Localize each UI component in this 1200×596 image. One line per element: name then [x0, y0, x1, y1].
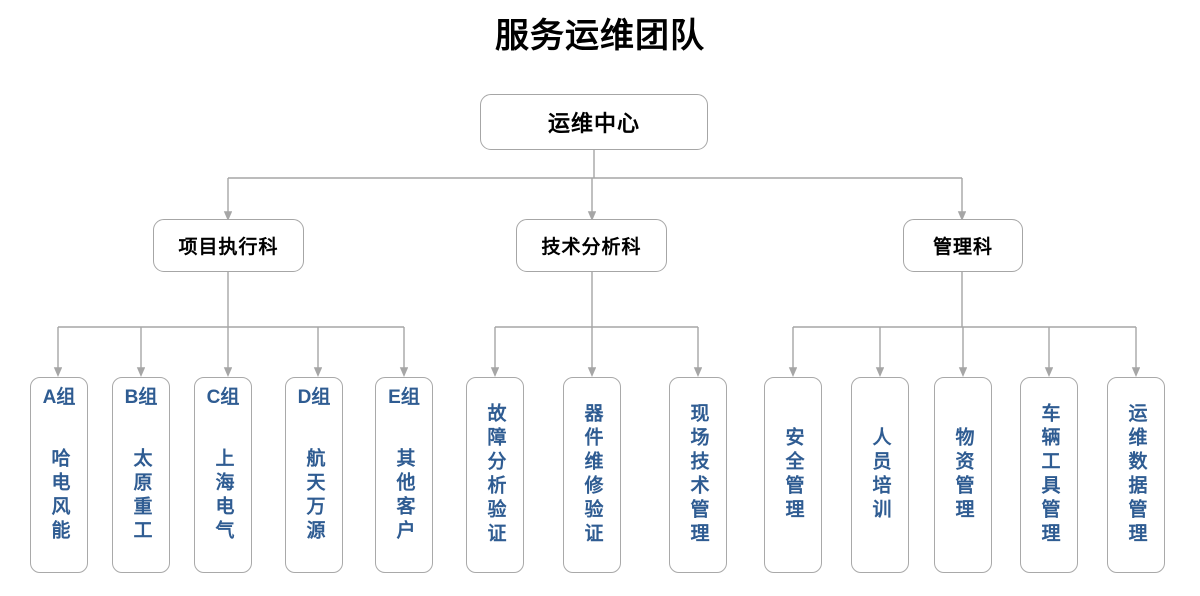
leaf-text-label: 运维数据管理 [1125, 403, 1147, 547]
leaf-content: 器件维修验证 [564, 378, 620, 572]
node-leaf-c[interactable]: C组上海电气 [194, 377, 252, 573]
leaf-content: 现场技术管理 [670, 378, 726, 572]
node-department-1[interactable]: 技术分析科 [516, 219, 667, 272]
node-leaf-b[interactable]: B组太原重工 [112, 377, 170, 573]
leaf-content: C组上海电气 [195, 378, 251, 572]
leaf-content: 运维数据管理 [1108, 378, 1164, 572]
node-department-0[interactable]: 项目执行科 [153, 219, 304, 272]
node-leaf-a[interactable]: A组哈电风能 [30, 377, 88, 573]
leaf-text-label: 人员培训 [869, 427, 891, 523]
leaf-code-label: D组 [297, 387, 331, 408]
node-leaf-e[interactable]: E组其他客户 [375, 377, 433, 573]
node-leaf-安全管理[interactable]: 安全管理 [764, 377, 822, 573]
leaf-content: D组航天万源 [286, 378, 342, 572]
leaf-content: 安全管理 [765, 378, 821, 572]
node-leaf-器件维修验证[interactable]: 器件维修验证 [563, 377, 621, 573]
leaf-content: 人员培训 [852, 378, 908, 572]
node-leaf-车辆工具管理[interactable]: 车辆工具管理 [1020, 377, 1078, 573]
node-department-1-label: 技术分析科 [541, 237, 642, 258]
node-department-0-label: 项目执行科 [178, 237, 279, 258]
node-leaf-运维数据管理[interactable]: 运维数据管理 [1107, 377, 1165, 573]
leaf-content: A组哈电风能 [31, 378, 87, 572]
leaf-code-label: C组 [206, 387, 240, 408]
leaf-text-label: 其他客户 [393, 448, 415, 544]
leaf-text-label: 车辆工具管理 [1038, 403, 1060, 547]
node-root-label: 运维中心 [547, 111, 640, 136]
leaf-text-label: 航天万源 [303, 448, 325, 544]
leaf-content: B组太原重工 [113, 378, 169, 572]
leaf-text-label: 太原重工 [130, 448, 152, 544]
node-leaf-故障分析验证[interactable]: 故障分析验证 [466, 377, 524, 573]
leaf-text-label: 物资管理 [952, 427, 974, 523]
node-leaf-物资管理[interactable]: 物资管理 [934, 377, 992, 573]
node-leaf-人员培训[interactable]: 人员培训 [851, 377, 909, 573]
leaf-text-label: 故障分析验证 [484, 403, 506, 547]
leaf-code-label: A组 [42, 387, 76, 408]
leaf-content: 故障分析验证 [467, 378, 523, 572]
leaf-content: 车辆工具管理 [1021, 378, 1077, 572]
leaf-code-label: B组 [124, 387, 158, 408]
leaf-text-label: 上海电气 [212, 448, 234, 544]
node-root[interactable]: 运维中心 [480, 94, 708, 150]
leaf-code-label: E组 [388, 387, 420, 408]
leaf-content: 物资管理 [935, 378, 991, 572]
leaf-text-label: 哈电风能 [48, 448, 70, 544]
node-leaf-d[interactable]: D组航天万源 [285, 377, 343, 573]
leaf-text-label: 安全管理 [782, 427, 804, 523]
page-title: 服务运维团队 [495, 17, 705, 55]
node-leaf-现场技术管理[interactable]: 现场技术管理 [669, 377, 727, 573]
leaf-text-label: 现场技术管理 [687, 403, 709, 547]
leaf-text-label: 器件维修验证 [581, 403, 603, 547]
node-department-2-label: 管理科 [932, 237, 993, 258]
leaf-content: E组其他客户 [376, 378, 432, 572]
node-department-2[interactable]: 管理科 [903, 219, 1023, 272]
